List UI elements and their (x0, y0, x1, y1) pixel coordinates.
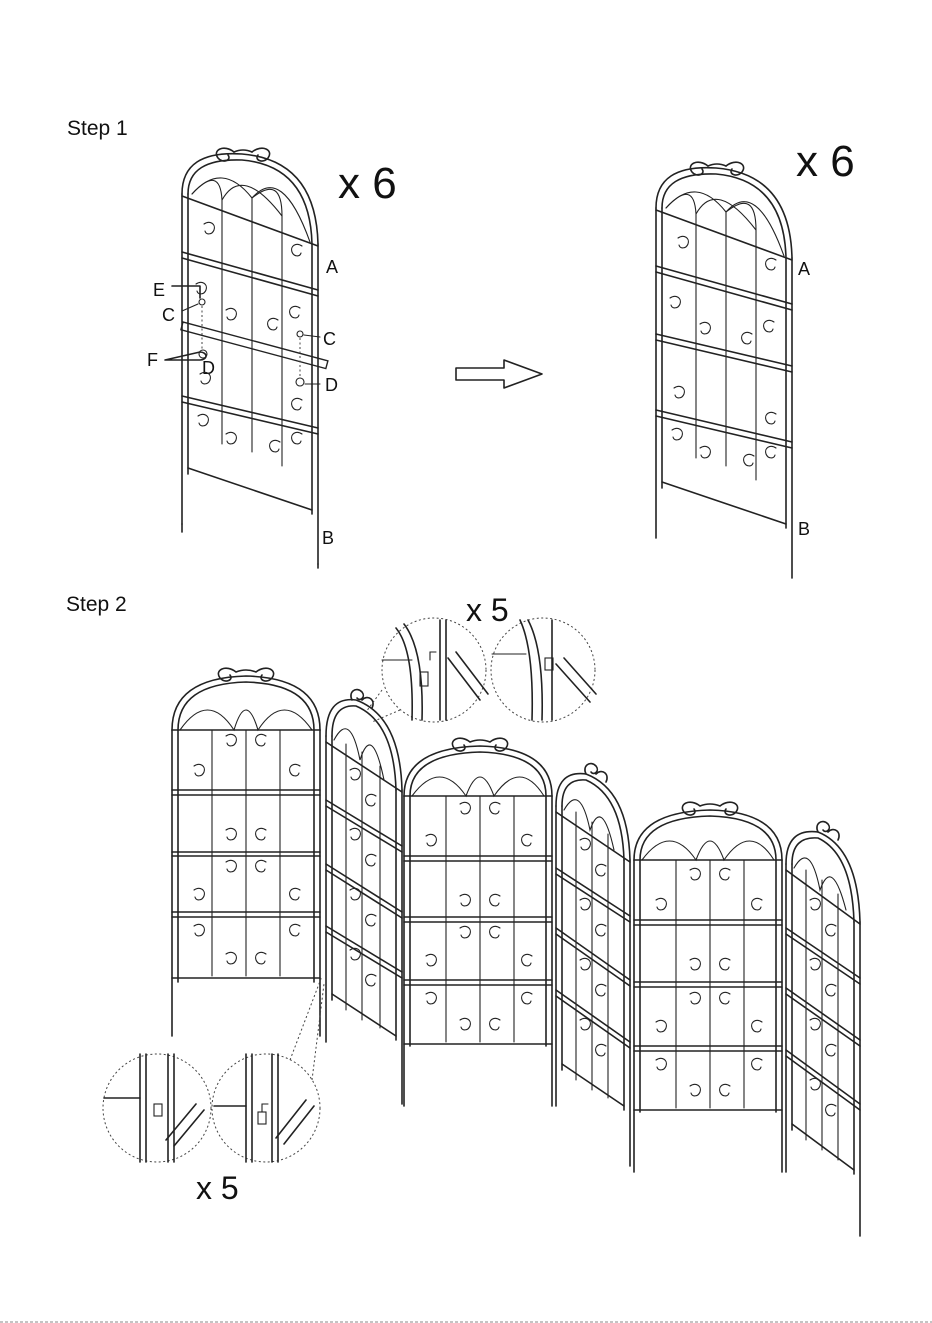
step1-trellis-assembled (656, 162, 792, 578)
fence-panel-6 (786, 822, 860, 1236)
step1-arrow (456, 360, 542, 388)
fence-panel-4 (556, 764, 630, 1166)
fence-panel-5 (634, 802, 782, 1172)
detail-circles-top (366, 618, 596, 722)
step2-fence-assembly (172, 668, 860, 1236)
fence-panel-2 (326, 690, 402, 1104)
detail-circles-bottom (103, 976, 324, 1162)
step1-connecting-bar (181, 322, 328, 369)
fence-panel-3 (404, 738, 552, 1106)
fence-panel-1 (172, 668, 320, 1036)
